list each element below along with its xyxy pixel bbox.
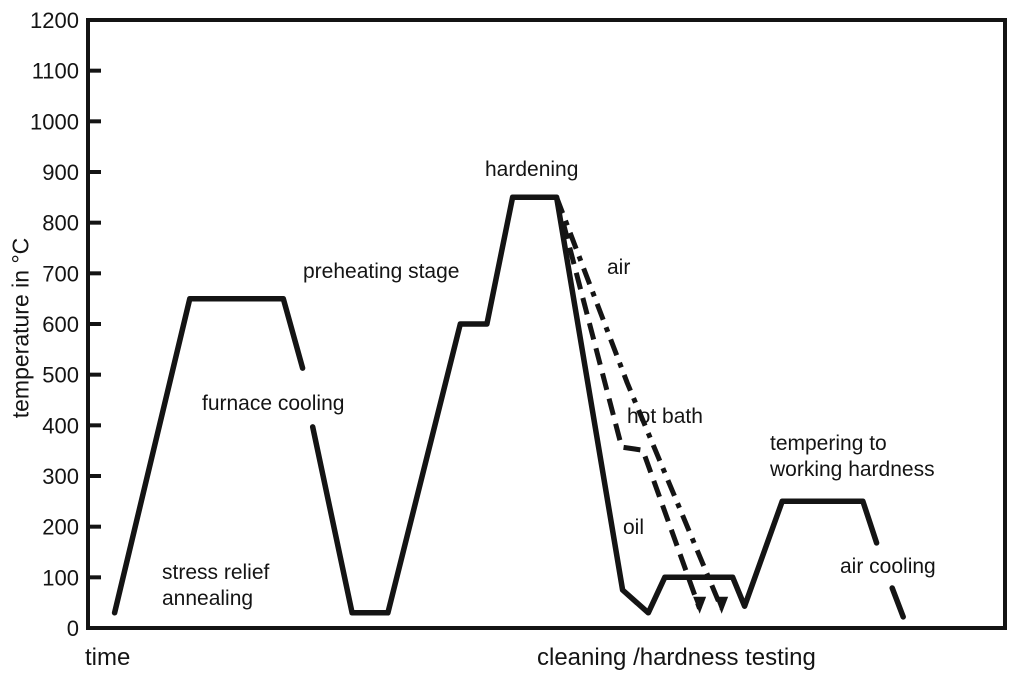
annotation-oil: oil xyxy=(623,516,645,539)
annotation-preheating-stage: preheating stage xyxy=(303,260,460,283)
plot-border xyxy=(86,18,1007,630)
annotation-tempering-to: tempering to working hardness xyxy=(770,432,935,481)
quench-arrowhead xyxy=(693,596,707,614)
y-tick-label: 300 xyxy=(42,464,79,489)
y-axis-title: temperature in °C xyxy=(7,237,34,419)
y-tick-label: 1100 xyxy=(32,59,79,84)
y-tick-label: 1200 xyxy=(30,8,79,33)
curve-dashdot xyxy=(554,196,724,610)
y-tick-label: 800 xyxy=(42,211,79,236)
y-tick-label: 900 xyxy=(42,160,79,185)
annotation-hardening: hardening xyxy=(485,158,579,181)
x-axis-label-time: time xyxy=(85,644,131,671)
y-tick-label: 100 xyxy=(42,565,79,590)
curve-solid xyxy=(309,194,880,616)
annotation-air-cooling: air cooling xyxy=(840,555,936,578)
curve-dashed xyxy=(554,196,702,610)
quench-arrowhead xyxy=(715,596,729,614)
y-tick-label: 500 xyxy=(42,363,79,388)
annotation-air: air xyxy=(607,256,631,279)
annotation-furnace-cooling: furnace cooling xyxy=(202,392,345,415)
y-tick-label: 700 xyxy=(42,261,79,286)
curve-solid xyxy=(889,585,906,620)
y-tick-label: 1000 xyxy=(30,109,79,134)
y-tick-label: 0 xyxy=(67,616,79,641)
y-tick-label: 600 xyxy=(42,312,79,337)
curve-solid xyxy=(111,295,306,616)
annotation-stress-relief: stress relief annealing xyxy=(162,561,270,610)
y-tick-label: 400 xyxy=(42,413,79,438)
y-tick-label: 200 xyxy=(42,515,79,540)
annotation-hot-bath: hot bath xyxy=(627,405,703,428)
x-axis-label-cleaning-hardness-testing: cleaning /hardness testing xyxy=(537,644,816,671)
